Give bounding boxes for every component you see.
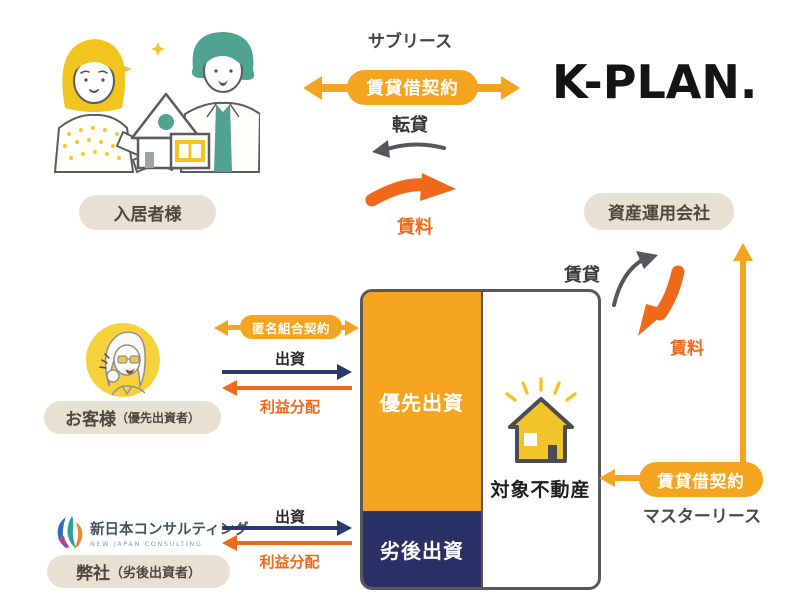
our-company-label: 弊社 （劣後出資者） <box>47 555 230 588</box>
subordinate-equity-text: 劣後出資 <box>380 538 464 563</box>
customer-invest-arrow-icon <box>337 364 352 380</box>
investment-box: 優先出資 劣後出資 対象不動産 <box>360 289 601 590</box>
partnership-contract-pill: 匿名組合契約 <box>240 315 342 339</box>
customer-label-text: お客様 <box>64 410 116 430</box>
company-invest-label: 出資 <box>274 508 305 526</box>
rent-label-right: 賃料 <box>670 339 704 359</box>
investment-column: 優先出資 劣後出資 <box>363 292 483 587</box>
customer-invest-arrow-shaft <box>222 370 338 374</box>
sublease-arrow-left-icon <box>303 76 322 100</box>
customer-profit-label: 利益分配 <box>259 398 320 416</box>
customer-profit-arrow-icon <box>222 380 237 396</box>
lease-label: 賃貸 <box>564 265 600 286</box>
tenant-label: 入居者様 <box>79 195 216 230</box>
asset-manager-label: 資産運用会社 <box>584 193 734 230</box>
sublet-label: 転貸 <box>392 115 428 136</box>
property-label: 対象不動産 <box>490 479 591 501</box>
glasses-icon <box>117 355 128 364</box>
master-lease-up-arrow-icon <box>733 243 753 261</box>
sublease-contract-text: 賃貸借契約 <box>366 79 459 99</box>
our-company-sublabel-text: （劣後出資者） <box>109 566 201 581</box>
rent-down-arrow-icon <box>638 265 685 336</box>
partnership-arrow-left-icon <box>214 320 228 336</box>
sublet-arrow-icon <box>372 140 446 158</box>
rent-arrow-icon <box>365 173 456 207</box>
senior-equity-text: 優先出資 <box>380 391 464 415</box>
property-house-icon <box>504 377 577 463</box>
company-invest-arrow-shaft <box>222 526 338 530</box>
master-lease-left-arrow-icon <box>599 469 615 487</box>
customer-invest-label: 出資 <box>274 350 305 368</box>
our-company-label-text: 弊社 <box>75 564 110 584</box>
subordinate-equity-segment: 劣後出資 <box>363 511 481 587</box>
customer-sublabel-text: （優先出資者） <box>115 411 200 425</box>
partnership-contract-text: 匿名組合契約 <box>251 320 330 336</box>
consulting-logo-icon <box>57 516 83 549</box>
customer-profit-arrow-shaft <box>237 386 352 390</box>
company-profit-arrow-icon <box>222 535 237 551</box>
consulting-name: 新日本コンサルティング <box>90 522 249 538</box>
property-panel: 対象不動産 <box>483 292 598 587</box>
master-lease-contract-pill: 賃貸借契約 <box>639 462 763 497</box>
master-lease-arrow-shaft <box>740 259 746 463</box>
house-model-icon <box>130 92 211 170</box>
consulting-name-block: 新日本コンサルティング NEW JAPAN CONSULTING <box>90 518 249 548</box>
consulting-subname: NEW JAPAN CONSULTING <box>90 540 203 548</box>
tenants-illustration <box>53 32 260 173</box>
customer-label: お客様 （優先出資者） <box>44 401 221 434</box>
company-profit-arrow-shaft <box>237 541 352 545</box>
tenant-label-text: 入居者様 <box>113 205 182 225</box>
customer-avatar <box>86 323 160 397</box>
asset-manager-text: 資産運用会社 <box>608 204 710 224</box>
company-profit-label: 利益分配 <box>259 553 320 571</box>
senior-equity-segment: 優先出資 <box>363 292 481 511</box>
company-invest-arrow-icon <box>337 520 352 536</box>
partnership-arrow-right-icon <box>345 320 359 336</box>
lease-up-arrow-icon <box>612 251 658 307</box>
master-lease-left-arrow-shaft <box>614 475 642 481</box>
sublease-arrow-right-icon <box>501 76 520 100</box>
kplan-logo: K-PLAN. <box>552 55 758 109</box>
master-lease-contract-text: 賃貸借契約 <box>657 471 745 491</box>
sparkle-icon <box>151 42 165 56</box>
sublease-title: サブリース <box>367 32 453 52</box>
master-lease-title: マスターリース <box>642 507 762 527</box>
sublease-contract-pill: 賃貸借契約 <box>347 70 478 105</box>
rent-label-top: 賃料 <box>397 217 433 238</box>
